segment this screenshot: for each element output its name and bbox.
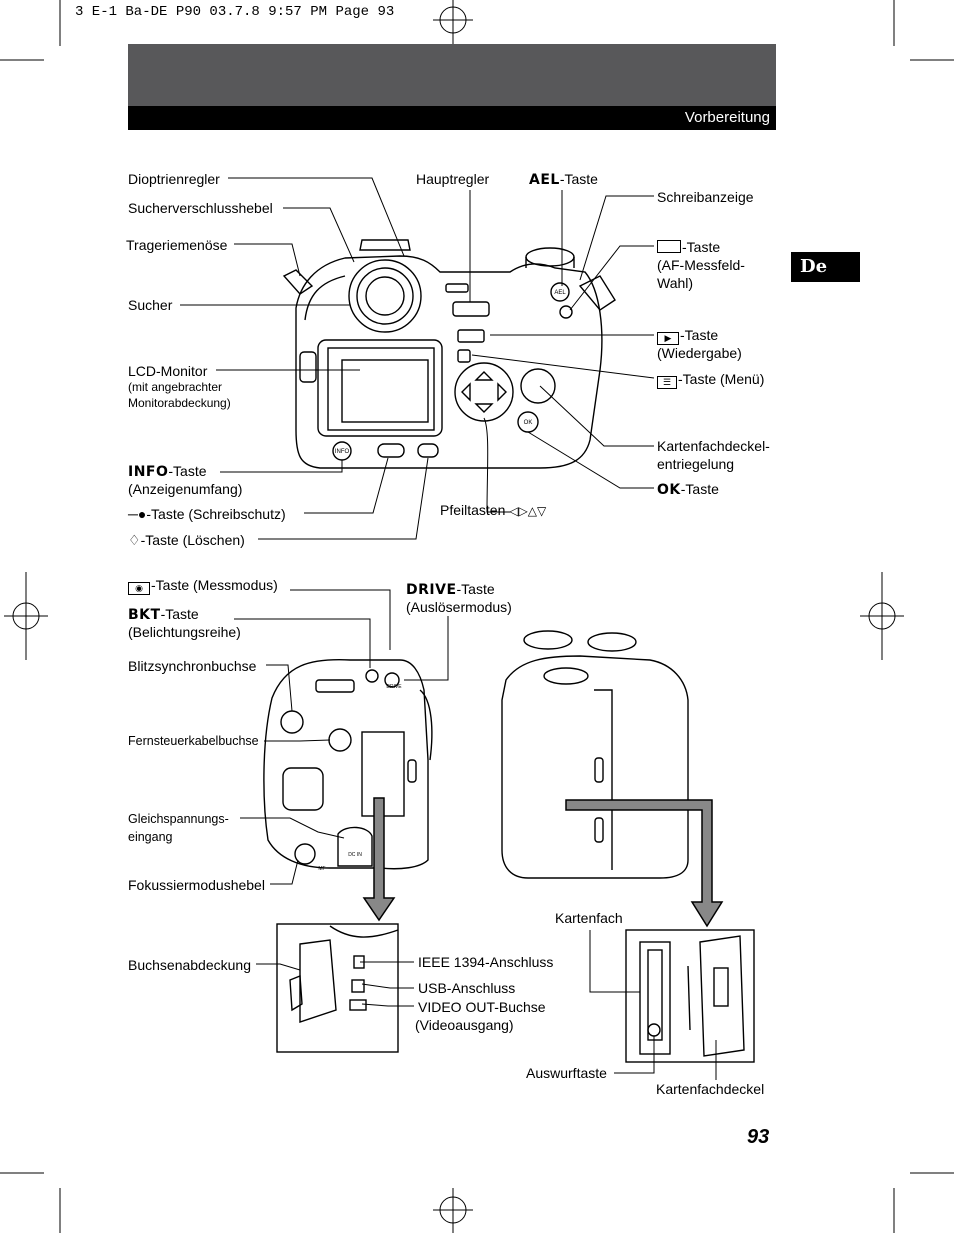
label-info-taste: INFO-Taste [128, 462, 207, 481]
card-detail-drawing [625, 929, 755, 1063]
menu-suffix: -Taste (Menü) [678, 371, 765, 387]
menu-icon: ☰ [657, 376, 677, 389]
dcin-mark: DC IN [348, 852, 362, 858]
ael-suffix: -Taste [559, 171, 598, 187]
label-card-release-2: entriegelung [657, 456, 735, 472]
label-drive-taste: DRIVE-Taste [406, 580, 495, 599]
label-ael-taste: AEL-Taste [529, 170, 598, 189]
key-icon: ─● [128, 506, 147, 522]
label-ok-taste: OK-Taste [657, 480, 719, 499]
guide-arrows [362, 797, 724, 928]
label-card-release-1: Kartenfachdeckel- [657, 438, 770, 454]
label-bkt-taste: BKT-Taste [128, 605, 199, 624]
label-play-note: (Wiedergabe) [657, 345, 742, 361]
label-trageriemenoese: Trageriemenöse [126, 237, 228, 253]
label-lcd-monitor: LCD-Monitor [128, 363, 208, 379]
info-mark: INFO [335, 449, 350, 455]
bkt-suffix: -Taste [160, 606, 199, 622]
af-frame-icon [657, 240, 681, 253]
mf-mark: MF [318, 866, 325, 872]
info-key-name: INFO [128, 464, 169, 480]
camera-grip-drawing [501, 630, 689, 879]
label-info-note: (Anzeigenumfang) [128, 481, 243, 497]
drive-key-name: DRIVE [406, 582, 457, 598]
arrow-keys-icon: ◁▷△▽ [509, 504, 547, 518]
label-remote-cable: Fernsteuerkabelbuchse [128, 734, 259, 748]
ok-suffix: -Taste [680, 481, 719, 497]
section-title: Vorbereitung [684, 109, 770, 126]
info-suffix: -Taste [168, 463, 207, 479]
label-metering-taste: ◉-Taste (Messmodus) [128, 576, 278, 595]
label-schreibanzeige: Schreibanzeige [657, 189, 754, 205]
ael-mark: AEL [554, 290, 566, 296]
label-card-slot: Kartenfach [555, 910, 623, 926]
label-jack-cover: Buchsenabdeckung [128, 957, 251, 973]
camera-back-drawing [282, 239, 616, 469]
label-sucherverschlusshebel: Sucherverschlusshebel [128, 200, 273, 216]
label-video-out-1: VIDEO OUT-Buchse [418, 999, 546, 1015]
label-af-taste: -Taste [657, 238, 720, 256]
label-video-out-2: (Videoausgang) [415, 1017, 514, 1033]
label-card-cover: Kartenfachdeckel [656, 1081, 765, 1097]
protect-suffix: -Taste (Schreibschutz) [146, 506, 286, 522]
label-dc-in-1: Gleichspannungs- [128, 812, 229, 826]
jack-detail-drawing [276, 923, 399, 1053]
ael-key-name: AEL [529, 172, 560, 188]
camera-side-drawing [263, 658, 433, 870]
erase-suffix: -Taste (Löschen) [140, 532, 245, 548]
label-flash-sync: Blitzsynchronbuchse [128, 658, 257, 674]
label-menu-taste: ☰-Taste (Menü) [657, 370, 764, 389]
leader-lines-jack [256, 961, 414, 1007]
label-ieee1394: IEEE 1394-Anschluss [418, 954, 554, 970]
play-icon: ▶ [657, 332, 679, 345]
play-suffix: -Taste [680, 327, 719, 343]
section-bar: Vorbereitung [128, 106, 776, 130]
label-erase-taste: ♢-Taste (Löschen) [128, 531, 245, 549]
label-dioptrienregler: Dioptrienregler [128, 171, 220, 187]
bkt-key-name: BKT [128, 607, 161, 623]
print-slug: 3 E-1 Ba-DE P90 03.7.8 9:57 PM Page 93 [75, 4, 395, 20]
trash-icon: ♢ [128, 532, 141, 548]
language-tab-label: De [800, 256, 828, 277]
leader-lines-card [589, 930, 717, 1080]
metering-suffix: -Taste (Messmodus) [151, 577, 278, 593]
label-usb: USB-Anschluss [418, 980, 516, 996]
label-drive-note: (Auslösermodus) [406, 599, 512, 615]
label-focus-lever: Fokussiermodushebel [128, 877, 265, 893]
metering-icon: ◉ [128, 582, 150, 595]
label-dc-in-2: eingang [128, 830, 173, 844]
leader-lines-side [234, 589, 449, 885]
drive-mark: DRIVE [386, 684, 402, 690]
label-af-note-2: Wahl) [657, 275, 694, 291]
pfeiltasten-text: Pfeiltasten [440, 502, 506, 518]
label-protect-taste: ─●-Taste (Schreibschutz) [128, 505, 286, 523]
language-tab: De [791, 252, 860, 282]
leader-lines-top [180, 177, 655, 540]
page-number: 93 [747, 1126, 770, 1148]
header-band [128, 44, 776, 106]
af-suffix: -Taste [682, 239, 721, 255]
label-af-note-1: (AF-Messfeld- [657, 257, 745, 273]
label-lcd-note-1: (mit angebrachter [128, 380, 223, 394]
label-lcd-note-2: Monitorabdeckung) [128, 396, 231, 410]
registration-marks [4, 0, 904, 1233]
label-play-taste: ▶-Taste [657, 326, 718, 345]
label-pfeiltasten: Pfeiltasten ◁▷△▽ [440, 501, 546, 520]
label-eject-button: Auswurftaste [526, 1065, 607, 1081]
ok-mark: OK [524, 420, 533, 426]
drive-suffix: -Taste [456, 581, 495, 597]
label-bkt-note: (Belichtungsreihe) [128, 624, 241, 640]
label-sucher: Sucher [128, 297, 173, 313]
label-hauptregler: Hauptregler [416, 171, 490, 187]
ok-key-name: OK [657, 482, 681, 498]
